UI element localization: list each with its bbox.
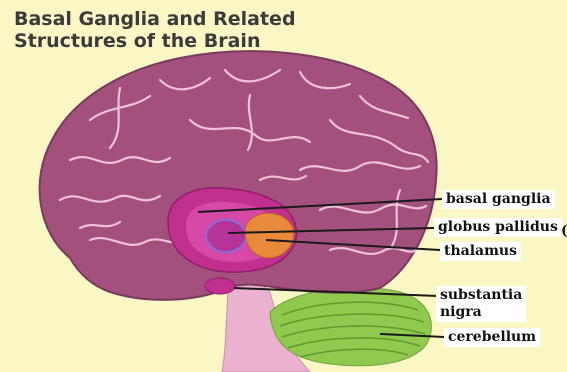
label-basal-ganglia: basal ganglia bbox=[442, 190, 555, 209]
edge-fragment: ( bbox=[561, 223, 567, 239]
label-thalamus: thalamus bbox=[440, 242, 521, 261]
label-globus-pallidus: globus pallidus bbox=[434, 218, 562, 237]
label-substantia-nigra: substantia nigra bbox=[436, 286, 526, 322]
label-substantia-line-2: nigra bbox=[440, 304, 522, 321]
label-cerebellum: cerebellum bbox=[444, 328, 540, 347]
label-substantia-line-1: substantia bbox=[440, 287, 522, 304]
substantia-nigra bbox=[205, 278, 235, 294]
thalamus bbox=[245, 213, 294, 258]
globus-pallidus bbox=[206, 220, 246, 252]
